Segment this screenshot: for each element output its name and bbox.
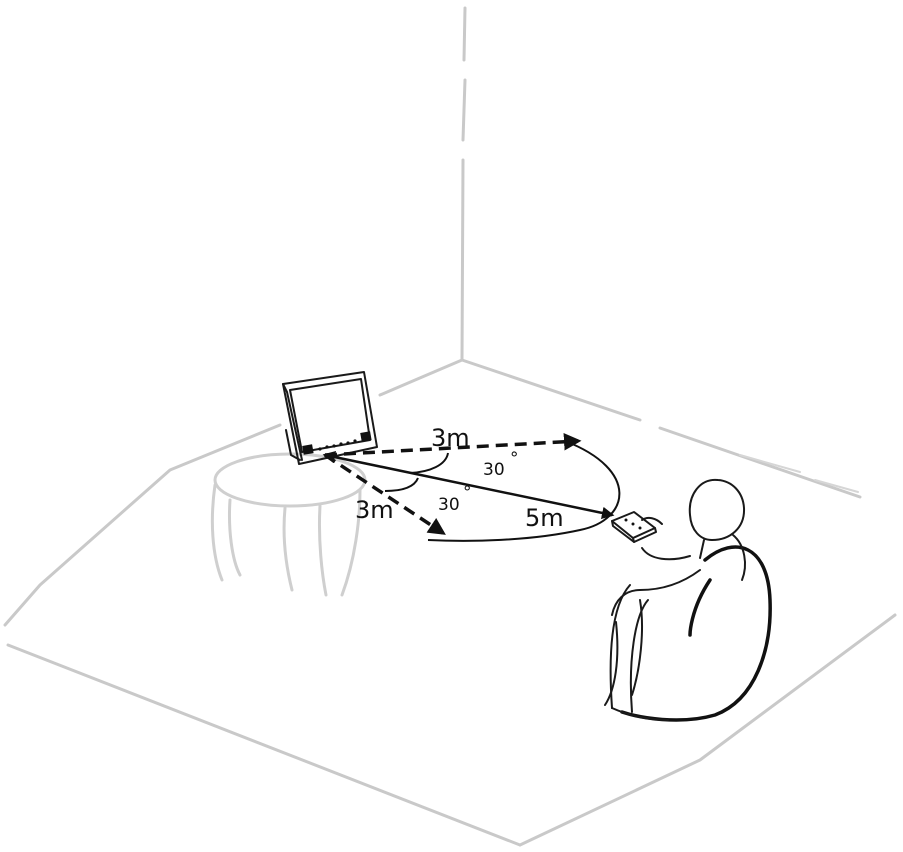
upper-angle-arc bbox=[409, 452, 449, 474]
lower-degree-symbol: ° bbox=[463, 483, 472, 503]
room-floor-left bbox=[3, 423, 282, 627]
range-rays bbox=[322, 433, 615, 535]
room-floor-front bbox=[6, 643, 522, 847]
seated-person-icon bbox=[604, 478, 746, 706]
range-arcs bbox=[384, 440, 621, 542]
outer-range-arc bbox=[427, 440, 621, 542]
lower-angle-label: 30 bbox=[438, 495, 460, 515]
room-outline bbox=[3, 6, 897, 847]
center-range-ray bbox=[322, 450, 615, 520]
upper-angle-label: 30 bbox=[483, 460, 505, 480]
lower-angle-arc bbox=[384, 477, 419, 492]
center-distance-label: 5m bbox=[525, 504, 564, 532]
room-back-wall-right-sketch bbox=[739, 454, 859, 493]
monitor-icon bbox=[282, 371, 378, 465]
lower-distance-label: 3m bbox=[355, 496, 394, 524]
remote-control-icon bbox=[611, 511, 663, 543]
side-table-icon bbox=[210, 452, 367, 597]
room-back-wall-right bbox=[460, 358, 862, 499]
upper-degree-symbol: ° bbox=[510, 449, 519, 469]
room-corner-vertical bbox=[460, 6, 467, 362]
upper-distance-label: 3m bbox=[431, 424, 470, 452]
room-back-wall-left bbox=[378, 358, 464, 397]
room-floor-right bbox=[518, 613, 897, 847]
range-labels: 3m 3m 5m 30 ° 30 ° bbox=[355, 424, 564, 532]
armchair-icon bbox=[609, 545, 772, 722]
